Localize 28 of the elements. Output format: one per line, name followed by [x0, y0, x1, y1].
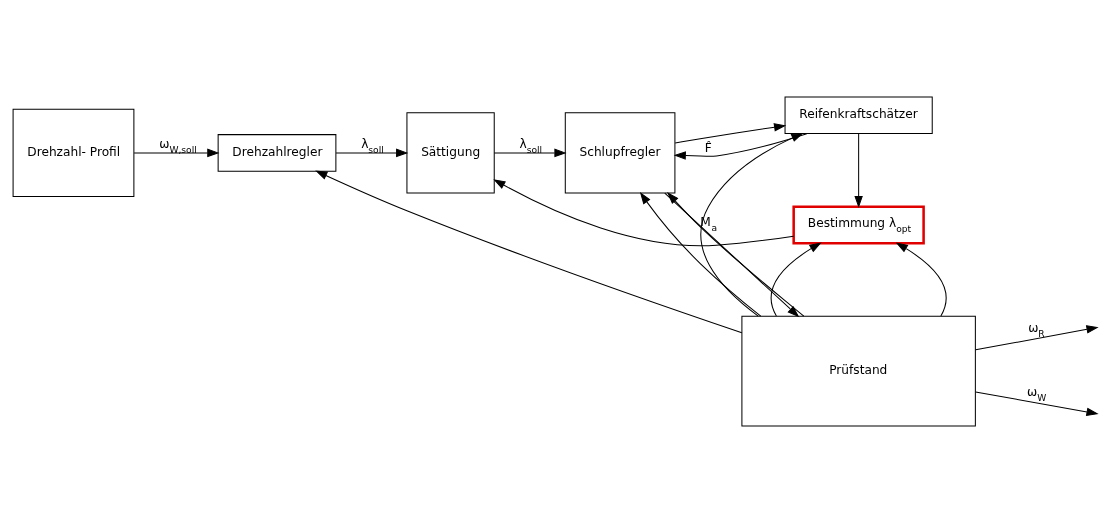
arrow	[639, 191, 762, 317]
edge-label: λ$_{soll}$	[519, 136, 543, 155]
arrow	[493, 178, 795, 246]
node-box: Bestimmung λ$_{opt}$	[792, 204, 925, 244]
node-box: Sättigung	[406, 111, 495, 193]
node-box: Schlupfregler	[564, 111, 676, 193]
node-box: Drehzahl- Profil	[12, 108, 135, 197]
arrow	[315, 170, 743, 333]
edge-label: ω$_{W,soll}$	[159, 136, 197, 155]
node-box: Drehzahlregler	[217, 133, 337, 172]
arrow	[493, 148, 567, 157]
node-box: Prüfstand	[741, 315, 976, 426]
arrow	[133, 148, 220, 157]
arrow	[700, 132, 804, 317]
arrow	[770, 242, 822, 317]
node-box: Reifenkraftschätzer	[784, 96, 933, 134]
edge-label: λ$_{soll}$	[361, 136, 384, 155]
edge-label: M$_{a}$	[700, 214, 718, 233]
arrow	[674, 122, 787, 143]
edge-label: F̂	[704, 140, 712, 155]
arrow	[854, 132, 863, 208]
arrow	[335, 148, 409, 157]
edge-label: ω$_{R}$	[1028, 320, 1045, 339]
arrow	[975, 324, 1099, 350]
arrow	[975, 390, 1099, 416]
edge-label: ω$_{W}$	[1027, 384, 1047, 403]
arrow	[895, 242, 947, 317]
arrow	[673, 132, 808, 160]
